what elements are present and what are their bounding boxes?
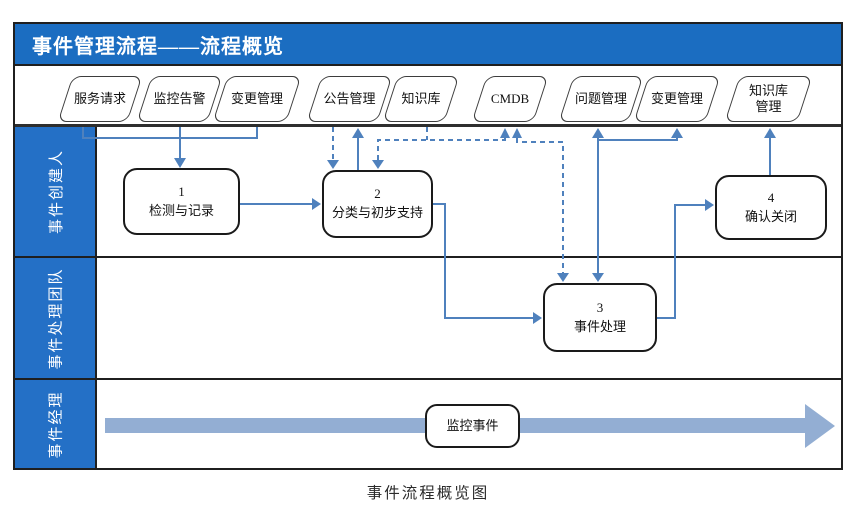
shape-label: 变更管理 [650,91,703,107]
step-3-incident-handling: 3 事件处理 [543,283,657,352]
shape-problem-mgmt: 问题管理 [558,76,644,122]
lane-label-text: 事件创建人 [48,148,65,235]
lane-divider-1 [15,256,841,258]
shape-change-mgmt-2: 变更管理 [633,76,721,122]
shape-change-mgmt-1: 变更管理 [212,76,302,122]
step-label: 分类与初步支持 [331,205,423,220]
step-number: 1 [178,183,185,199]
lane-label-handling-team: 事件处理团队 [15,258,97,378]
shape-label: CMDB [490,91,530,107]
step-number: 3 [596,299,604,315]
lane-label-creator: 事件创建人 [15,127,97,256]
lane-label-text: 事件处理团队 [48,266,65,370]
step-number: 4 [767,189,775,205]
lane-label-text: 事件经理 [48,389,65,459]
diagram-title-bar: 事件管理流程——流程概览 [15,24,841,66]
lane-label-manager: 事件经理 [15,380,97,468]
caption-text: 事件流程概览图 [366,485,490,502]
diagram-title: 事件管理流程——流程概览 [32,35,284,58]
step-label: 检测与记录 [148,202,214,218]
step-label: 事件处理 [573,318,626,334]
monitor-label: 监控事件 [446,417,499,433]
shape-kb-mgmt: 知识库 管理 [724,76,813,122]
lane-divider-2 [15,378,841,380]
shape-label: 问题管理 [574,91,627,107]
shape-announcement-mgmt: 公告管理 [306,76,393,122]
shape-label: 服务请求 [73,91,126,107]
monitor-incident-box: 监控事件 [425,404,520,448]
figure-caption: 事件流程概览图 [13,481,843,503]
shape-label: 监控告警 [153,91,206,107]
step-number: 2 [374,186,381,202]
shape-monitor-alert: 监控告警 [136,76,223,122]
step-1-detect-record: 1 检测与记录 [123,168,240,235]
shape-knowledge-base: 知识库 [382,76,460,122]
shape-label: 变更管理 [230,91,283,107]
step-label: 确认关闭 [744,208,797,224]
step-2-classify-support: 2 分类与初步支持 [322,170,433,238]
shape-label: 公告管理 [323,91,376,107]
shape-service-request: 服务请求 [57,76,143,122]
shape-label: 知识库 [401,91,441,107]
step-4-confirm-close: 4 确认关闭 [715,175,827,240]
shape-label: 知识库 管理 [748,83,788,114]
shape-cmdb: CMDB [471,76,549,122]
